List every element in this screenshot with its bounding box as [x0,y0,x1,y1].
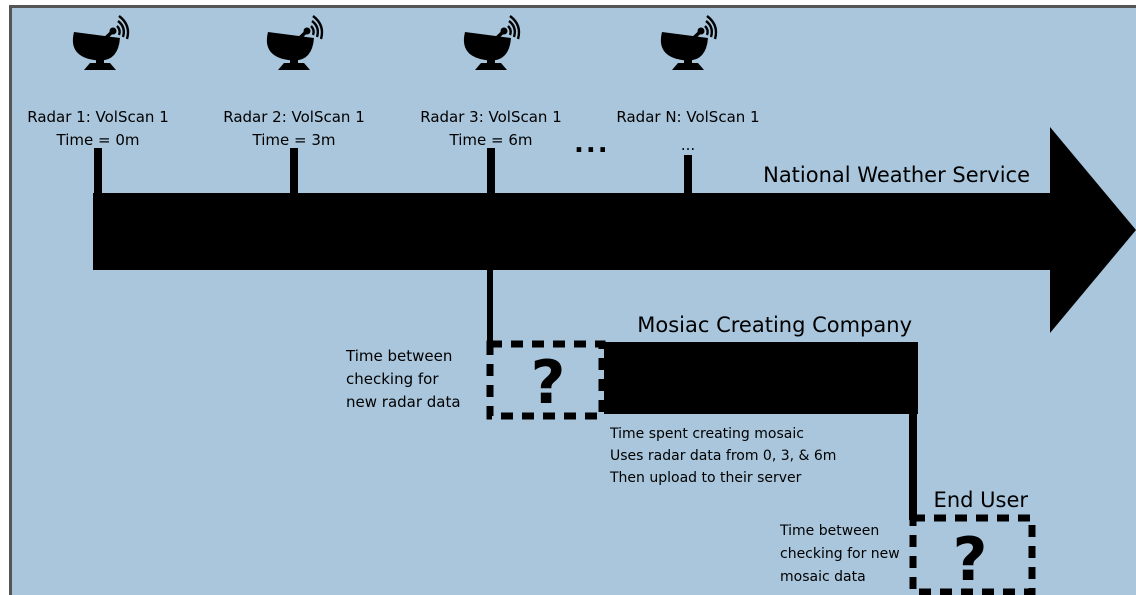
mosaic-check-note: checking for [346,370,439,388]
mosaic-process-note: Uses radar data from 0, 3, & 6m [610,448,836,464]
left-border [9,5,12,595]
radar-label: Radar 2: VolScan 1 [223,108,365,126]
radar-connector [684,155,692,193]
radar-time: Time = 3m [252,131,336,149]
radar-ellipsis: ... [574,129,610,159]
end-user-check-note: checking for new [780,546,900,562]
mosaic-check-box [486,340,606,420]
radar-label: Radar 3: VolScan 1 [420,108,562,126]
end-user-check-box [909,514,1036,595]
mosaic-process-note: Then upload to their server [609,470,802,486]
nws-label: National Weather Service [763,163,1030,187]
radar-connector [94,148,102,193]
radar-connector [290,148,298,193]
end-user-check-note: Time between [779,523,879,539]
mosaic-process-note: Time spent creating mosaic [609,426,804,442]
radar-time: Time = 6m [449,131,533,149]
top-border [9,5,1136,8]
mosaic-company-title: Mosiac Creating Company [637,313,912,337]
radar-label: Radar N: VolScan 1 [616,108,759,126]
end-user-check-note: mosaic data [780,569,866,585]
mosaic-check-note: new radar data [346,393,461,411]
timeline-to-mosaic-line [487,270,493,342]
mosaic-to-user-line [909,414,917,520]
mosaic-unknown-mark: ? [531,348,566,418]
radar-time: Time = 0m [56,131,140,149]
radar-time: ... [681,136,695,154]
mosaic-processing-bar [604,342,918,414]
diagram-background [9,5,1136,595]
radar-connector [487,148,495,193]
end-user-title: End User [934,488,1029,512]
nws-timeline-arrow [93,127,1136,333]
mosaic-check-note: Time between [345,347,452,365]
end-user-unknown-mark: ? [953,525,988,595]
radar-label: Radar 1: VolScan 1 [27,108,169,126]
